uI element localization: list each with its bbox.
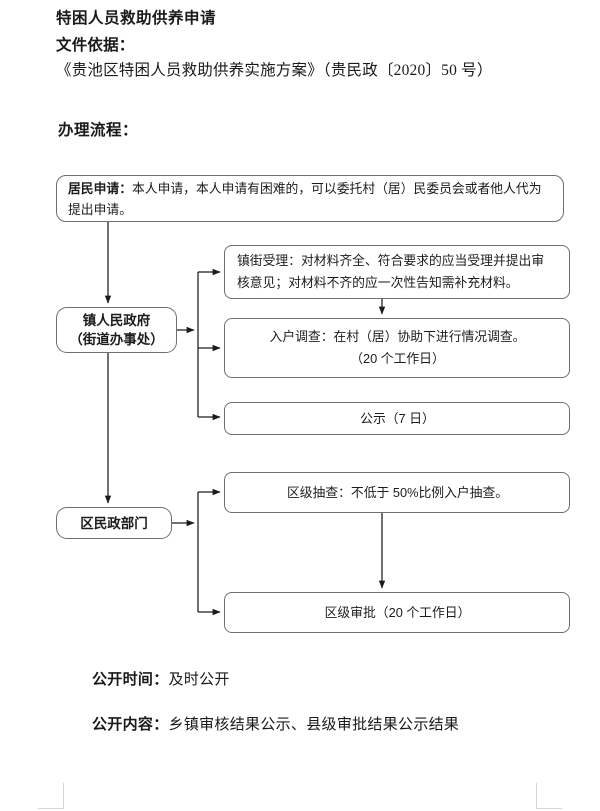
crop-mark-bottom-left bbox=[38, 783, 64, 809]
disclosure-content-label: 公开内容： bbox=[92, 717, 169, 733]
node-town-government[interactable]: 镇人民政府 （街道办事处） bbox=[56, 307, 177, 353]
node-district-spot-check-line1: 区级抽查：不低于 50%比例入户抽查。 bbox=[286, 484, 509, 500]
node-district-spot-check[interactable]: 区级抽查：不低于 50%比例入户抽查。 bbox=[224, 472, 570, 513]
disclosure-time-label: 公开时间： bbox=[92, 672, 169, 688]
node-resident-application[interactable]: 居民申请：本人申请，本人申请有困难的，可以委托村（居）民委员会或者他人代为提出申… bbox=[56, 175, 564, 222]
node-town-government-line1: 镇人民政府 bbox=[82, 313, 151, 328]
node-town-acceptance[interactable]: 镇街受理：对材料齐全、符合要求的应当受理并提出审 核意见；对材料不齐的应一次性告… bbox=[224, 245, 570, 299]
node-home-visit-survey[interactable]: 入户调查：在村（居）协助下进行情况调查。 （20 个工作日） bbox=[224, 318, 570, 378]
disclosure-content-value: 乡镇审核结果公示、县级审批结果公示结果 bbox=[168, 717, 460, 733]
disclosure-time-value: 及时公开 bbox=[168, 672, 230, 688]
node-resident-application-body: 本人申请，本人申请有困难的，可以委托村（居）民委员会或者他人代为提出申请。 bbox=[68, 180, 542, 217]
node-resident-application-label: 居民申请： bbox=[68, 180, 132, 196]
crop-mark-bottom-right bbox=[536, 783, 562, 809]
node-town-acceptance-line1: 镇街受理：对材料齐全、符合要求的应当受理并提出审 bbox=[237, 253, 545, 268]
document-basis: 文件依据： 《贵池区特困人员救助供养实施方案》（贵民政〔2020〕50 号） bbox=[56, 33, 561, 83]
node-district-approval[interactable]: 区级审批（20 个工作日） bbox=[224, 592, 570, 633]
node-public-notice-line1: 公示（7 日） bbox=[360, 410, 435, 426]
node-resident-application-text: 居民申请：本人申请，本人申请有困难的，可以委托村（居）民委员会或者他人代为提出申… bbox=[68, 178, 553, 220]
node-district-civil-affairs[interactable]: 区民政部门 bbox=[56, 507, 172, 539]
process-heading: 办理流程： bbox=[58, 122, 139, 139]
page-title: 特困人员救助供养申请 bbox=[56, 10, 217, 27]
node-public-notice[interactable]: 公示（7 日） bbox=[224, 402, 570, 435]
disclosure-time-row: 公开时间：及时公开 bbox=[92, 668, 230, 689]
node-town-acceptance-line2: 核意见；对材料不齐的应一次性告知需补充材料。 bbox=[237, 275, 519, 290]
document-basis-label: 文件依据： bbox=[56, 37, 135, 54]
disclosure-content-row: 公开内容：乡镇审核结果公示、县级审批结果公示结果 bbox=[92, 713, 459, 734]
node-district-approval-line1: 区级审批（20 个工作日） bbox=[324, 604, 471, 620]
document-basis-text: 《贵池区特困人员救助供养实施方案》（贵民政〔2020〕50 号） bbox=[56, 62, 493, 79]
node-home-visit-survey-line2: （20 个工作日） bbox=[350, 351, 445, 366]
node-town-government-line2: （街道办事处） bbox=[69, 332, 164, 347]
node-home-visit-survey-line1: 入户调查：在村（居）协助下进行情况调查。 bbox=[269, 329, 526, 344]
node-district-civil-affairs-line1: 区民政部门 bbox=[80, 515, 148, 531]
